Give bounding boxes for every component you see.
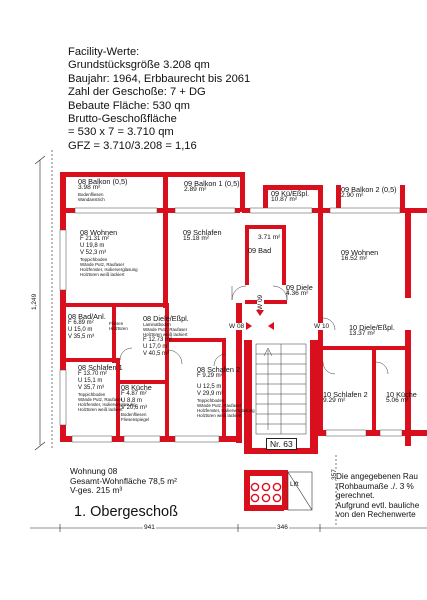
apartment-area: Gesamt-Wohnfläche 78,5 m²: [70, 475, 177, 486]
unit-tag-w08: W 08: [229, 323, 245, 330]
room-08-schlafen-2-details: U 12,5 m V 29,9 m³ Teppichboden Wände Pu…: [197, 384, 255, 418]
room-08-schlafen-2: 08 Schafen 2 F 9.29 m²: [197, 365, 241, 380]
room-10-kueche: 10 Küche 5.06 m²: [386, 390, 417, 405]
unit-tag-w10: W 10: [314, 323, 330, 330]
house-number-tag: Nr. 63: [266, 438, 297, 450]
room-09-kueche-esspl: 09 Kü/Eßpl. 10.87 m²: [271, 189, 310, 204]
disclaimer-note: Die angegebenen Rau (Rohbaumaße ./. 3 % …: [336, 472, 420, 520]
facility-heading: Facility-Werte:: [68, 46, 140, 58]
windows: [59, 207, 403, 443]
room-08-balkon: 08 Balkon (0,5) 3.98 m² Bodenfliesen Wan…: [78, 177, 128, 202]
apartment-summary: Wohnung 08 Gesamt-Wohnfläche 78,5 m² V-g…: [70, 466, 177, 496]
gross-area-calc: = 530 x 7 = 3.710 qm: [68, 126, 174, 139]
dimension-width-right: 346: [276, 524, 289, 531]
room-10-diele-esspl: 10 Diele/Eßpl. 13.37 m²: [349, 323, 395, 338]
room-08-bad-finish: Fliesen Holztüren: [109, 321, 128, 331]
room-09-bad: 09 Bad: [248, 246, 272, 255]
room-10-schlafen-2: 10 Schlafen 2 9.29 m²: [323, 390, 368, 405]
room-09-balkon-1: 09 Balkon 1 (0,5) 2.89 m²: [184, 179, 240, 194]
plot-size: Grundstücksgröße 3.208 qm: [68, 59, 210, 72]
room-08-bad-anl: 08 Bad/Anl. F 6.89 m² U 15,0 m V 35,5 m³: [68, 312, 106, 341]
lift-shaft: [287, 471, 313, 511]
room-09-diele: 09 Diele 4.36 m²: [286, 283, 313, 298]
facility-values: Facility-Werte: Grundstücksgröße 3.208 q…: [68, 46, 250, 153]
interior-walls: [60, 208, 408, 443]
room-09-schlafen: 09 Schlafen 15.18 m²: [183, 228, 222, 243]
gross-area-label: Brutto-Geschoßfläche: [68, 113, 177, 126]
floor-count: Zahl der Geschoße: 7 + DG: [68, 86, 206, 99]
room-09-wohnen: 09 Wohnen 16.52 m²: [341, 248, 379, 263]
apartment-title: Wohnung 08: [70, 466, 118, 476]
build-year: Baujahr: 1964, Erbbaurecht bis 2061: [68, 72, 251, 85]
room-08-diele-esspl: 08 Diele/Eßpl. Laminatboden Wände Putz, …: [143, 314, 189, 358]
room-08-kueche: 08 Küche F 4.87 m² U 8,8 m V 20,6 m³ Bod…: [121, 383, 152, 423]
staircase: [255, 343, 307, 435]
apartment-volume: V-ges. 215 m³: [70, 485, 123, 496]
dimension-height: 1,249: [31, 293, 38, 310]
lift-label: Lift: [290, 481, 299, 488]
room-08-schlafen-1: 08 Schlafen 1 F 13.70 m² U 15,1 m V 35,7…: [78, 363, 136, 413]
unit-tag-w09: W 09: [257, 294, 264, 310]
room-09-balkon-2: 09 Balkon 2 (0,5) 2.90 m²: [341, 185, 397, 200]
gfz-value: GFZ = 3.710/3.208 = 1,16: [68, 139, 197, 152]
entry-markers: [246, 310, 274, 330]
built-area: Bebaute Fläche: 530 qm: [68, 99, 190, 112]
dimension-width-left: 941: [143, 524, 156, 531]
room-08-wohnen: 08 Wohnen F 21.31 m² U 19,8 m V 52,3 m³ …: [80, 228, 138, 278]
dimension-lines: [30, 150, 427, 532]
core-walls: [244, 340, 318, 511]
room-09-bad-area: 3.71 m²: [258, 234, 281, 241]
core-circles: [250, 482, 282, 503]
door-swings: [119, 285, 389, 375]
floor-name: 1. Obergeschoß: [74, 504, 178, 520]
